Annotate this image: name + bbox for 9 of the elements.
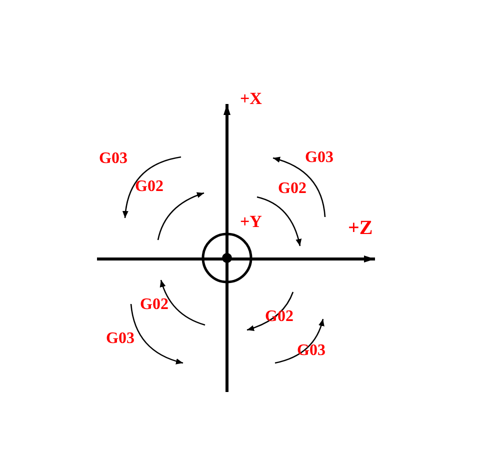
axis-label: +Y (240, 213, 262, 230)
axis-label: G02 (135, 179, 164, 195)
axis-label: G02 (278, 181, 306, 197)
axis-label: G03 (99, 151, 128, 167)
axis-label: G02 (140, 297, 168, 313)
axis-label: G03 (106, 331, 134, 347)
axis-label: G03 (305, 150, 334, 166)
axis-label: +X (240, 90, 262, 107)
axis-label: +Z (348, 218, 373, 238)
